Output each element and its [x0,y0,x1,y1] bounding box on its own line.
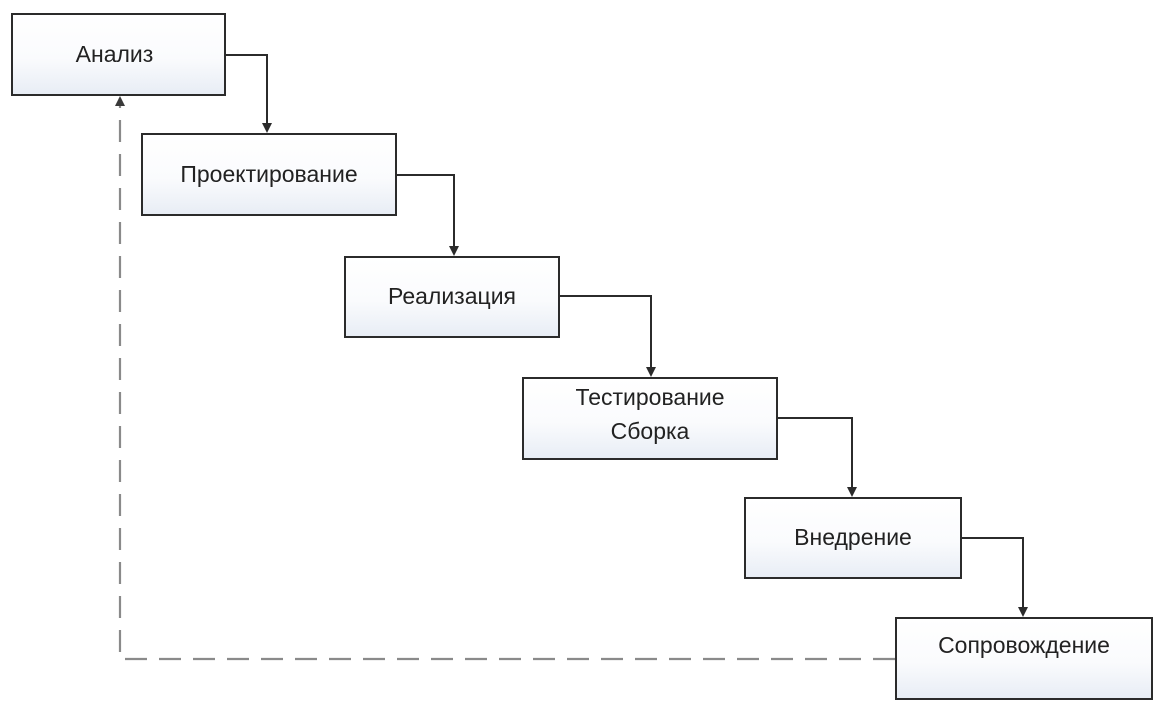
stage-deployment-label: Внедрение [794,524,912,551]
feedback-dashed-line [115,96,895,661]
arrow-analysis-to-design [226,54,272,133]
stage-testing-label-line2: Сборка [610,417,690,444]
stage-maintenance-label: Сопровождение [938,631,1110,658]
stage-analysis: Анализ [11,13,226,96]
stage-design-label: Проектирование [180,160,358,187]
stage-maintenance: Сопровождение [895,617,1153,700]
stage-implementation: Реализация [344,256,560,338]
stage-testing-label-line1: Тестирование [575,384,725,411]
arrow-testing-to-deployment [778,417,857,497]
arrow-deployment-to-maintenance [962,537,1028,617]
arrow-design-to-implementation [397,174,459,256]
arrow-implementation-to-testing [560,295,656,377]
stage-implementation-label: Реализация [388,283,516,310]
stage-deployment: Внедрение [744,497,962,579]
stage-analysis-label: Анализ [75,40,154,67]
stage-design: Проектирование [141,133,397,216]
stage-testing: Тестирование Сборка [522,377,778,460]
